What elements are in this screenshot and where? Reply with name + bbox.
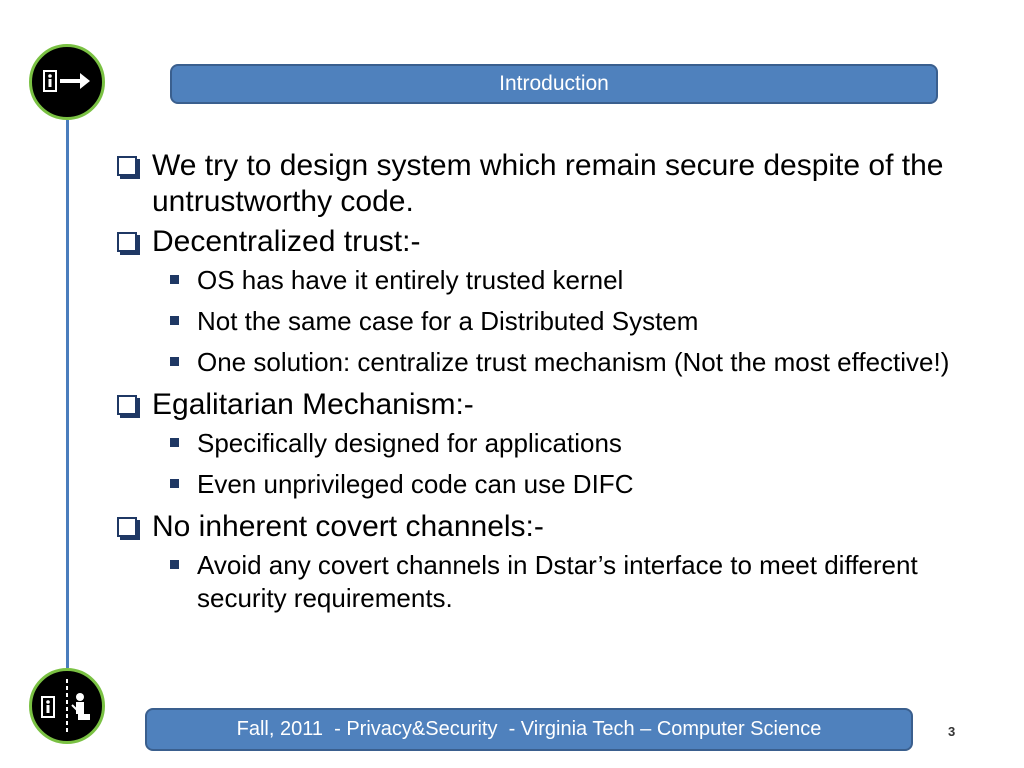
bullet-text: No inherent covert channels:-	[152, 510, 544, 543]
square-bullet-icon	[170, 438, 179, 447]
bullet-item: No inherent covert channels:-	[115, 509, 995, 545]
exit-door-arrow-icon	[29, 44, 105, 120]
slide-title: Introduction	[499, 72, 609, 95]
slide-content: We try to design system which remain sec…	[115, 148, 995, 623]
sub-bullet-item: OS has have it entirely trusted kernel	[170, 264, 995, 297]
checkbox-bullet-icon	[117, 232, 137, 252]
bullet-item: Egalitarian Mechanism:-	[115, 387, 995, 423]
sub-bullet-item: Not the same case for a Distributed Syst…	[170, 305, 995, 338]
square-bullet-icon	[170, 560, 179, 569]
checkbox-bullet-icon	[117, 156, 137, 176]
sub-bullet-text: Avoid any covert channels in Dstar’s int…	[197, 550, 918, 613]
bullet-text: We try to design system which remain sec…	[152, 149, 944, 218]
sub-bullet-text: Specifically designed for applications	[197, 428, 622, 458]
sub-bullet-item: Specifically designed for applications	[170, 427, 995, 460]
square-bullet-icon	[170, 275, 179, 284]
sub-bullet-text: OS has have it entirely trusted kernel	[197, 265, 624, 295]
checkbox-bullet-icon	[117, 395, 137, 415]
checkbox-bullet-icon	[117, 517, 137, 537]
footer-text: Fall, 2011 - Privacy&Security - Virginia…	[236, 718, 822, 740]
sub-bullet-item: Avoid any covert channels in Dstar’s int…	[170, 549, 995, 615]
bullet-text: Decentralized trust:-	[152, 225, 421, 258]
sub-bullet-text: Not the same case for a Distributed Syst…	[197, 306, 699, 336]
sub-bullet-text: Even unprivileged code can use DIFC	[197, 469, 634, 499]
bullet-item: We try to design system which remain sec…	[115, 148, 995, 220]
sub-bullet-text: One solution: centralize trust mechanism…	[197, 347, 950, 377]
bullet-item: Decentralized trust:-	[115, 224, 995, 260]
square-bullet-icon	[170, 316, 179, 325]
door-guard-icon	[29, 668, 105, 744]
slide-footer-bar: Fall, 2011 - Privacy&Security - Virginia…	[145, 708, 913, 751]
sub-bullet-item: Even unprivileged code can use DIFC	[170, 468, 995, 501]
square-bullet-icon	[170, 479, 179, 488]
sub-bullet-item: One solution: centralize trust mechanism…	[170, 346, 995, 379]
bullet-text: Egalitarian Mechanism:-	[152, 388, 474, 421]
square-bullet-icon	[170, 357, 179, 366]
vertical-divider-line	[66, 120, 69, 668]
page-number: 3	[948, 724, 956, 739]
slide-title-bar: Introduction	[170, 64, 938, 104]
